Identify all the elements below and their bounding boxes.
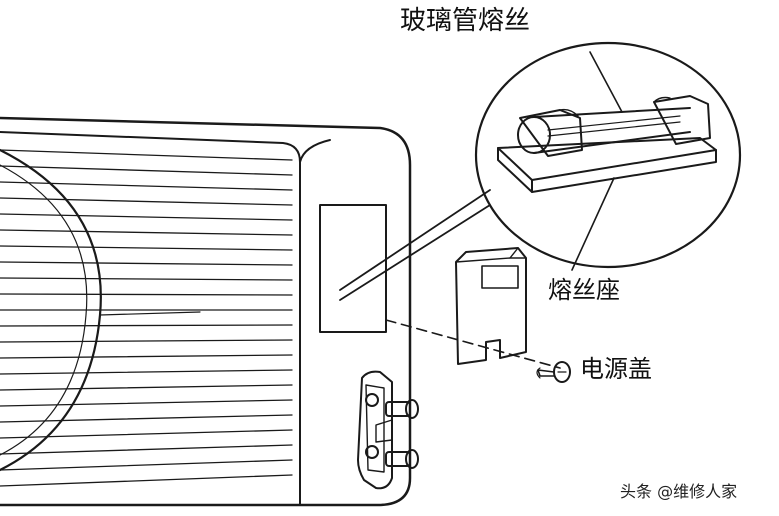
- assembly-guide-line: [385, 319, 561, 369]
- label-fuse-seat: 熔丝座: [548, 276, 620, 304]
- leader-line-top: [339, 189, 491, 291]
- leader-line-bottom: [339, 204, 491, 301]
- leader-line-fuse: [589, 51, 623, 113]
- leader-line-seat: [571, 177, 615, 271]
- glass-fuse-icon: [497, 95, 717, 193]
- label-glass-fuse: 玻璃管熔丝: [400, 6, 531, 36]
- fan-grille-icon: [0, 148, 293, 487]
- magnifier-circle: [474, 41, 742, 269]
- fuse-seat-icon: [455, 247, 527, 365]
- label-power-cover: 电源盖: [580, 355, 652, 383]
- watermark: 头条 @维修人家: [620, 482, 738, 501]
- screw-icon: [536, 361, 571, 383]
- outdoor-unit-icon: [0, 116, 412, 507]
- access-panel: [319, 204, 387, 333]
- terminal-block-icon: [357, 370, 419, 490]
